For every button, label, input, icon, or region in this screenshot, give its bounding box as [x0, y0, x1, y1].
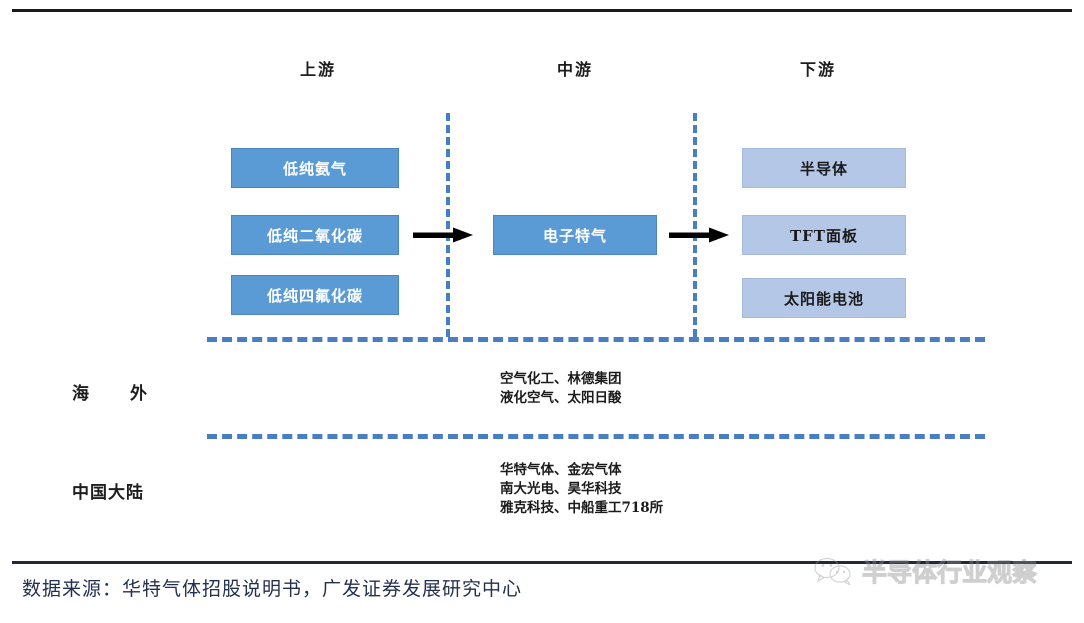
vertical-dashed-divider-midstream-downstream — [693, 113, 697, 337]
midstream-box: 电子特气 — [493, 215, 657, 255]
company-line: 空气化工、林德集团 — [500, 371, 622, 387]
downstream-box-3: 太阳能电池 — [742, 278, 906, 318]
top-divider-rule — [12, 9, 1072, 12]
upstream-box-2: 低纯二氧化碳 — [231, 215, 399, 255]
downstream-box-1: 半导体 — [742, 148, 906, 188]
upstream-box-3: 低纯四氟化碳 — [231, 275, 399, 315]
company-list-overseas: 空气化工、林德集团 液化空气、太阳日酸 — [500, 370, 622, 408]
stage-header-midstream: 中游 — [557, 60, 594, 79]
vertical-dashed-divider-upstream-midstream — [446, 113, 450, 337]
company-line: 华特气体、金宏气体 — [500, 462, 622, 478]
wechat-icon — [814, 557, 851, 586]
source-note: 数据来源：华特气体招股说明书，广发证券发展研究中心 — [22, 578, 523, 600]
region-label-overseas: 海 外 — [72, 384, 159, 404]
company-line: 南大光电、昊华科技 — [500, 481, 622, 497]
company-list-china: 华特气体、金宏气体 南大光电、昊华科技 雅克科技、中船重工718所 — [500, 461, 663, 518]
stage-header-downstream: 下游 — [800, 60, 837, 79]
region-label-china: 中国大陆 — [72, 483, 144, 503]
footer-divider-rule — [12, 561, 1072, 564]
stage-header-upstream: 上游 — [300, 60, 337, 79]
watermark: 半导体行业观察 — [812, 553, 1038, 589]
company-line: 液化空气、太阳日酸 — [500, 390, 622, 406]
horizontal-dashed-divider-top — [207, 337, 985, 342]
watermark-text: 半导体行业观察 — [861, 558, 1038, 588]
arrow-right-icon-upstream-to-midstream — [413, 227, 473, 243]
company-line: 雅克科技、中船重工718所 — [500, 500, 664, 516]
downstream-box-2: TFT面板 — [742, 215, 906, 255]
upstream-box-1: 低纯氨气 — [231, 148, 399, 188]
arrow-right-icon-midstream-to-downstream — [669, 227, 729, 243]
horizontal-dashed-divider-bottom — [207, 434, 985, 439]
